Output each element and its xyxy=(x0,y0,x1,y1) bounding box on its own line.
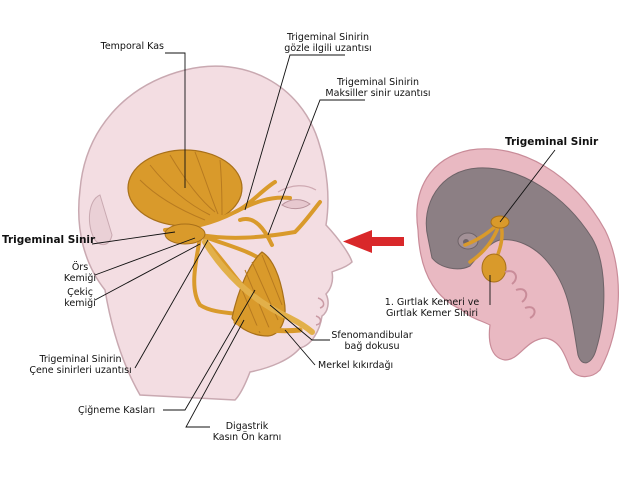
leader-maksiller xyxy=(267,99,365,236)
leader-temporal xyxy=(165,52,186,188)
leader-merkel xyxy=(284,329,316,366)
leader-trigeminal-left xyxy=(91,231,176,245)
embryo-arch xyxy=(481,253,507,283)
eye-shape xyxy=(281,199,311,210)
label-malleus: Çekiç kemiği xyxy=(64,287,96,309)
lips-shape xyxy=(315,297,325,326)
leader-cigneme xyxy=(163,289,256,411)
direction-arrow xyxy=(343,230,404,253)
ear-shape xyxy=(88,194,113,246)
label-incus: Örs Kemiği xyxy=(63,262,97,284)
embryo-illustration xyxy=(416,148,619,378)
leader-trigeminal-right xyxy=(499,149,556,223)
leader-gozle xyxy=(244,54,345,211)
temporal-muscle-fibers xyxy=(139,151,223,221)
label-ophthalmic-branch: Trigeminal Sinirin gözle ilgili uzantısı xyxy=(284,32,372,54)
label-digastric: Digastrik Kasın Ön karnı xyxy=(212,421,282,443)
label-sphenomandibular: Sfenomandibular bağ dokusu xyxy=(331,330,413,352)
meckel-cartilage xyxy=(202,239,315,335)
label-mandibular-branch: Trigeminal Sinirin Çene sinirleri uzantı… xyxy=(29,354,132,376)
label-trigeminal-nerve-left: Trigeminal Sinir xyxy=(2,234,96,246)
leader-cene xyxy=(134,239,209,369)
label-trigeminal-nerve-right: Trigeminal Sinir xyxy=(505,136,599,148)
label-chewing-muscles: Çiğneme Kasları xyxy=(78,405,156,416)
chewing-muscles xyxy=(231,251,286,337)
trigeminal-ganglion xyxy=(164,223,206,245)
leader-ors xyxy=(94,237,196,276)
leader-digastrik xyxy=(185,319,245,428)
leader-cekic xyxy=(94,243,201,301)
label-temporal-muscle: Temporal Kas xyxy=(100,41,164,52)
leader-sfeno xyxy=(269,304,330,341)
label-meckel: Merkel kıkırdağı xyxy=(318,360,394,371)
leader-lines xyxy=(91,52,556,428)
label-pharyngeal-arch: 1. Gırtlak Kemeri ve Gırtlak Kemer Sinir… xyxy=(384,297,480,319)
embryo-arches xyxy=(504,270,536,319)
brow-shape xyxy=(277,185,317,193)
head-outline xyxy=(77,65,353,401)
head-illustration xyxy=(77,65,353,401)
label-maxillary-branch: Trigeminal Sinirin Maksiller sinir uzant… xyxy=(325,77,431,99)
